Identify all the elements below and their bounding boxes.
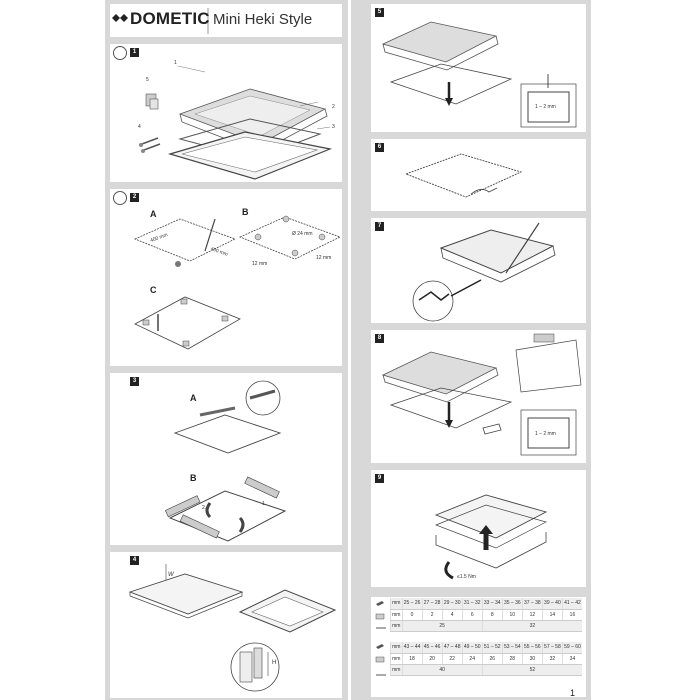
eye-icon [113, 46, 127, 60]
step-2-cutout-diagram [133, 215, 342, 350]
table-row: mm 25 – 26 27 – 28 29 – 30 31 – 32 33 – … [390, 598, 582, 610]
table-row: mm 43 – 44 45 – 46 47 – 48 49 – 50 51 – … [390, 642, 582, 654]
dim-offset-right: 12 mm [316, 255, 332, 261]
step-3-panel: 3 A B 2. 1. [110, 373, 342, 545]
step-number: 5 [375, 8, 384, 17]
step-8-final-fit-diagram [381, 333, 582, 456]
step-number: 2 [130, 193, 139, 202]
step-number: 8 [375, 334, 384, 343]
step-number: 7 [375, 222, 384, 231]
part-label-1: 1 [174, 60, 177, 66]
table-row: mm 0 2 4 6 8 10 12 14 16 [390, 609, 582, 621]
screwdriver-icon [376, 644, 384, 649]
spec-table-1: mm 25 – 26 27 – 28 29 – 30 31 – 32 33 – … [390, 598, 582, 632]
table-row: mm 25 32 [390, 620, 582, 632]
wrench-icon [113, 191, 127, 205]
step-number: 1 [130, 48, 139, 57]
frame-profile-icon [375, 613, 385, 620]
gap-label: 1 – 2 mm [535, 104, 556, 110]
part-label-3: 3 [332, 124, 335, 130]
spec-table-2: mm 43 – 44 45 – 46 47 – 48 49 – 50 51 – … [390, 642, 582, 676]
table-row: mm 18 20 22 24 26 28 30 32 34 [390, 653, 582, 665]
step-9-panel: 9 ≤1.5 Nm [371, 470, 586, 587]
step-2-panel: 2 A B C Ø 24 mm 400 mm 400 mm 12 mm 12 m… [110, 189, 342, 366]
page-number: 1 [569, 688, 575, 698]
step-number: 6 [375, 143, 384, 152]
dim-diameter: Ø 24 mm [292, 231, 313, 237]
step-7-panel: 7 [371, 218, 586, 323]
frame-profile-icon [375, 656, 385, 663]
unit-cell: mm [390, 598, 403, 610]
sub-label-a: A [190, 393, 197, 403]
step-number: 9 [375, 474, 384, 483]
step-6-sealant-diagram [404, 153, 523, 198]
step-3-gasket-diagram [164, 380, 287, 542]
step-8-panel: 8 1 – 2 mm [371, 330, 586, 463]
arrow-label-2: 2. [202, 505, 207, 511]
sub-label-c: C [150, 285, 157, 295]
step-9-torque-diagram [434, 494, 548, 580]
product-title: Mini Heki Style [213, 11, 313, 28]
header-panel [110, 4, 342, 37]
torque-label: ≤1.5 Nm [457, 574, 476, 580]
step-1-panel: 1 1 2 3 4 5 [110, 44, 342, 182]
part-label-4: 4 [138, 124, 141, 130]
step-number: 4 [130, 556, 139, 565]
brand-logo: DOMETIC [130, 9, 210, 28]
part-label-5: 5 [146, 77, 149, 83]
arrow-label-1: 1. [262, 501, 267, 507]
gap-label: 1 – 2 mm [535, 431, 556, 437]
part-label-2: 2 [332, 104, 335, 110]
step-1-exploded-view [139, 65, 333, 180]
screwdriver-icon [376, 601, 384, 606]
step-6-panel: 6 [371, 139, 586, 211]
dim-offset-left: 12 mm [252, 261, 268, 267]
sub-label-b: B [190, 473, 197, 483]
sub-label-a: A [150, 209, 157, 219]
step-5-install-diagram [381, 21, 577, 128]
step-5-panel: 5 1 – 2 mm [371, 4, 586, 132]
height-mark-w: W [168, 572, 174, 578]
height-mark-h: H [272, 660, 277, 666]
step-7-screw-diagram [412, 222, 556, 322]
step-4-frame-diagram [128, 564, 337, 692]
sub-label-b: B [242, 207, 249, 217]
step-number: 3 [130, 377, 139, 386]
table-row: mm 40 52 [390, 664, 582, 676]
step-4-panel: 4 W H [110, 552, 342, 698]
